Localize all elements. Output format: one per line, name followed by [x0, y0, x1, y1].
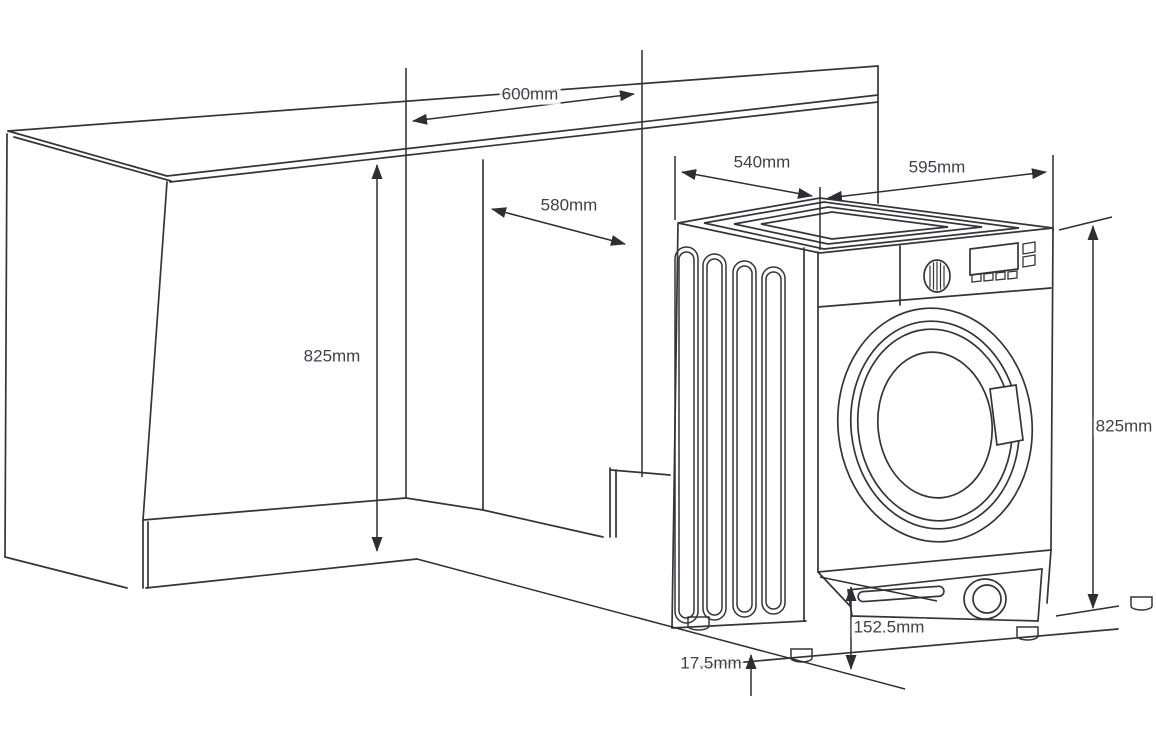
machine-side-bottom-edge: [671, 620, 807, 629]
dim-machine-width: [827, 168, 1047, 202]
cabinet-drawing: [4, 65, 879, 589]
washing-machine-drawing: [671, 197, 1153, 667]
niche-floor-edge: [405, 497, 604, 538]
countertop-back-edge: [7, 65, 879, 132]
machine-lid-outline-3: [760, 211, 949, 240]
dimension-label-niche-width: 600mm: [499, 84, 561, 105]
base-slot: [857, 585, 945, 603]
cabinet-front-left-corner: [142, 181, 168, 521]
dimension-label-foot-adjustment: 17.5mm: [678, 653, 744, 674]
ref-line-floor-extension: [416, 558, 906, 690]
panel-buttons: [971, 270, 1018, 283]
ref-line-base-top: [819, 576, 938, 602]
machine-front-bottom-edge: [817, 549, 1052, 573]
option-buttons: [1022, 241, 1036, 268]
kickboard-top-line: [142, 497, 407, 521]
dim-machine-depth: [681, 169, 813, 199]
machine-lid-outline-2: [733, 206, 983, 245]
dim-niche-depth: [491, 207, 626, 246]
floor-line: [699, 628, 1119, 667]
niche-step-top-edge: [610, 469, 671, 476]
machine-lid-outline-1: [703, 201, 1020, 250]
dimension-label-machine-depth: 540mm: [731, 152, 793, 173]
machine-door: [836, 307, 1034, 543]
cabinet-bottom-front-edge: [145, 558, 418, 589]
dimension-label-machine-width: 595mm: [906, 157, 968, 178]
kickboard-corner: [142, 519, 149, 589]
countertop-left-edge-inner: [13, 136, 172, 182]
countertop-front-edge: [166, 94, 879, 177]
foot-rear-right: [1130, 596, 1153, 611]
cabinet-left-bottom-edge: [4, 556, 128, 589]
base-panel: [847, 568, 1043, 622]
dimension-label-machine-height: 825mm: [1093, 416, 1155, 437]
control-panel: [899, 241, 1036, 306]
ext-line-machine-bottom: [1055, 605, 1120, 617]
control-panel-bottom-line: [817, 287, 1052, 308]
vent-slots: [674, 246, 786, 624]
countertop-fascia-bottom: [169, 101, 879, 183]
foot-rear-left: [687, 616, 710, 631]
dimension-label-base-recess: 152.5mm: [851, 617, 927, 638]
dimension-label-niche-depth: 580mm: [538, 195, 600, 216]
base-right-edge: [1046, 549, 1052, 604]
dimension-label-cabinet-height: 825mm: [301, 346, 363, 367]
niche-step-corner: [609, 467, 617, 538]
dial-knob: [923, 259, 951, 293]
dim-niche-width: [412, 90, 635, 125]
machine-front-right-edge: [1050, 227, 1054, 551]
ext-line-machine-top: [1058, 216, 1113, 231]
door-handle: [989, 384, 1024, 447]
pump-filter-cap: [972, 584, 1002, 614]
display: [969, 242, 1019, 276]
countertop-left-edge: [7, 130, 168, 177]
dimension-lines: [371, 50, 1120, 696]
cabinet-left-edge: [4, 133, 8, 558]
pump-filter-cover: [963, 578, 1007, 620]
